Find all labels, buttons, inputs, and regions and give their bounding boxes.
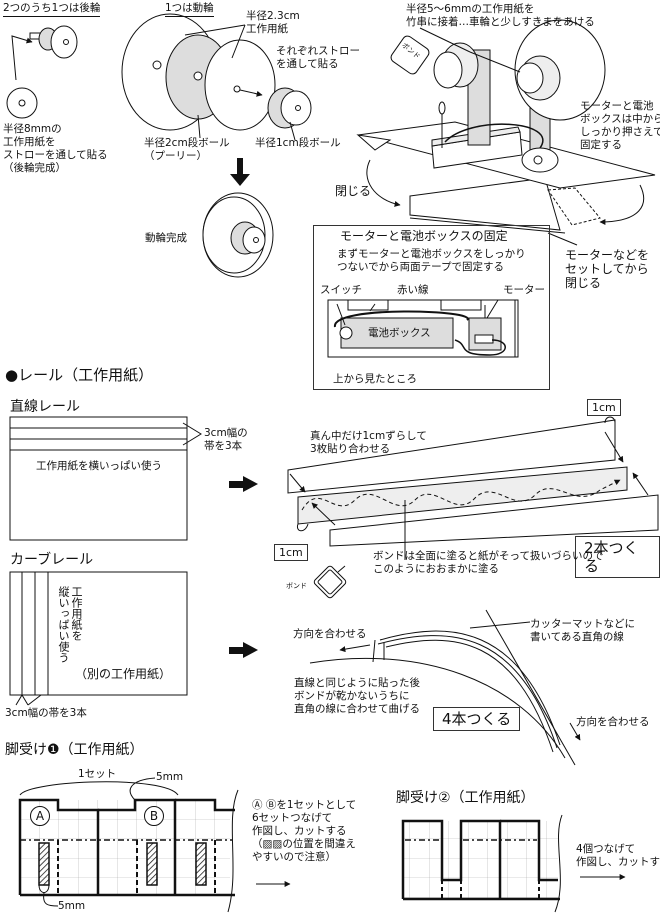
car-body-assembly xyxy=(356,19,656,231)
cm-label-top: 1cm xyxy=(587,399,621,416)
leg-receiver-2-note: 4個つなげて 作図し、カットする xyxy=(576,843,660,868)
direction-left-label: 方向を合わせる xyxy=(293,628,367,640)
leg-receiver-2-diagram xyxy=(401,814,626,913)
right-arrow-icon-1 xyxy=(229,476,258,492)
right-arrow-icon-2 xyxy=(229,642,258,658)
switch-label: スイッチ xyxy=(320,284,362,296)
strip-note: 3cm幅の 帯を3本 xyxy=(204,427,248,452)
bond-label: ボンド xyxy=(286,582,307,590)
bamboo-note: 半径5～6mmの工作用紙を 竹串に接着…車輪と少しすきまをあける xyxy=(406,3,595,28)
leg-receiver-1-diagram xyxy=(18,777,291,913)
top-view-label: 上から見たところ xyxy=(333,373,417,385)
make-two-badge: 2本つくる xyxy=(575,536,660,578)
bond-tool-icon xyxy=(313,565,347,599)
other-paper-label: （別の工作用紙） xyxy=(75,667,172,681)
rear-wheel-illustration xyxy=(6,25,78,119)
leg-receiver-1-note: Ⓐ Ⓑを1セットとして 6セットつなげて 作図し、カットする （▨▨の位置を間違… xyxy=(252,799,357,863)
curved-rail xyxy=(309,609,581,766)
offset-note: 真ん中だけ1cmずらして 3枚貼り合わせる xyxy=(310,430,427,455)
leg-receiver-2-title: 脚受け②（工作用紙） xyxy=(396,790,535,806)
motor-battery-fixing-panel xyxy=(313,225,550,390)
rear-wheel-note: 半径8mmの 工作用紙を ストローを通して貼る （後輪完成） xyxy=(3,123,108,174)
straight-rail-sheet xyxy=(9,416,202,541)
curve-bend-note: 直線と同じように貼った後 ボンドが乾かないうちに 直角の線に合わせて曲げる xyxy=(294,677,420,715)
leg-receiver-1-title: 脚受け❶（工作用紙） xyxy=(5,742,144,758)
curve-strips-note: 3cm幅の帯を3本 xyxy=(5,707,87,719)
make-four-badge: 4本つくる xyxy=(433,707,521,731)
straight-usage-note: 工作用紙を横いっぱい使う xyxy=(36,460,162,472)
drive-wheel-done-label: 動輪完成 xyxy=(145,232,187,244)
curve-usage-note: 工作用紙を 縦いっぱい使う xyxy=(57,586,83,663)
mark-b-badge: B xyxy=(144,806,164,826)
straw-note: それぞれストロー を通して貼る xyxy=(276,45,360,70)
pulley-label: 半径2cm段ボール （プーリー） xyxy=(144,137,230,162)
radius-1-label: 半径1cm段ボール xyxy=(255,137,341,149)
mark-a-badge: A xyxy=(30,806,50,826)
drive-wheel-heading: 1つは動輪 xyxy=(165,2,214,17)
down-arrow-icon xyxy=(230,158,250,186)
motor-fixing-note: モーターと電池 ボックスは中から しっかり押さえて 固定する xyxy=(580,100,660,151)
cm-label-bottom: 1cm xyxy=(274,544,308,561)
red-wire-label: 赤い線 xyxy=(397,284,429,296)
set-then-close-note: モーターなどを セットしてから 閉じる xyxy=(565,248,650,290)
straight-rail-assembly xyxy=(287,416,659,560)
battery-box-label: 電池ボックス xyxy=(368,327,431,339)
gap-5mm-label: 5mm xyxy=(156,771,184,783)
completed-drive-wheel xyxy=(202,192,274,278)
rear-wheel-heading: 2つのうち1つは後輪 xyxy=(3,2,101,17)
straight-rail-title: 直線レール xyxy=(10,399,80,415)
bond-note: ボンドは全面に塗ると紙がそって扱いづらいので このようにおおまかに塗る xyxy=(373,550,604,575)
drive-wheel-exploded xyxy=(121,13,312,141)
curve-rail-sheet xyxy=(9,571,188,706)
direction-right-label: 方向を合わせる xyxy=(576,716,650,728)
cutter-mat-note: カッターマットなどに 書いてある直角の線 xyxy=(530,618,635,643)
rail-section-title: ●レール（工作用紙） xyxy=(5,366,154,384)
fixing-description: まずモーターと電池ボックスをしっかり つないでから両面テープで固定する xyxy=(337,248,526,273)
fixing-diagram xyxy=(327,217,578,358)
bottom-5mm-label: 5mm xyxy=(58,900,86,912)
motor-label: モーター xyxy=(503,284,545,296)
curve-rail-title: カーブレール xyxy=(10,552,94,568)
radius-2-3-label: 半径2.3cm 工作用紙 xyxy=(246,10,300,35)
close-label: 閉じる xyxy=(335,184,372,198)
one-set-label: 1セット xyxy=(78,768,117,780)
fixing-title: モーターと電池ボックスの固定 xyxy=(340,229,508,243)
